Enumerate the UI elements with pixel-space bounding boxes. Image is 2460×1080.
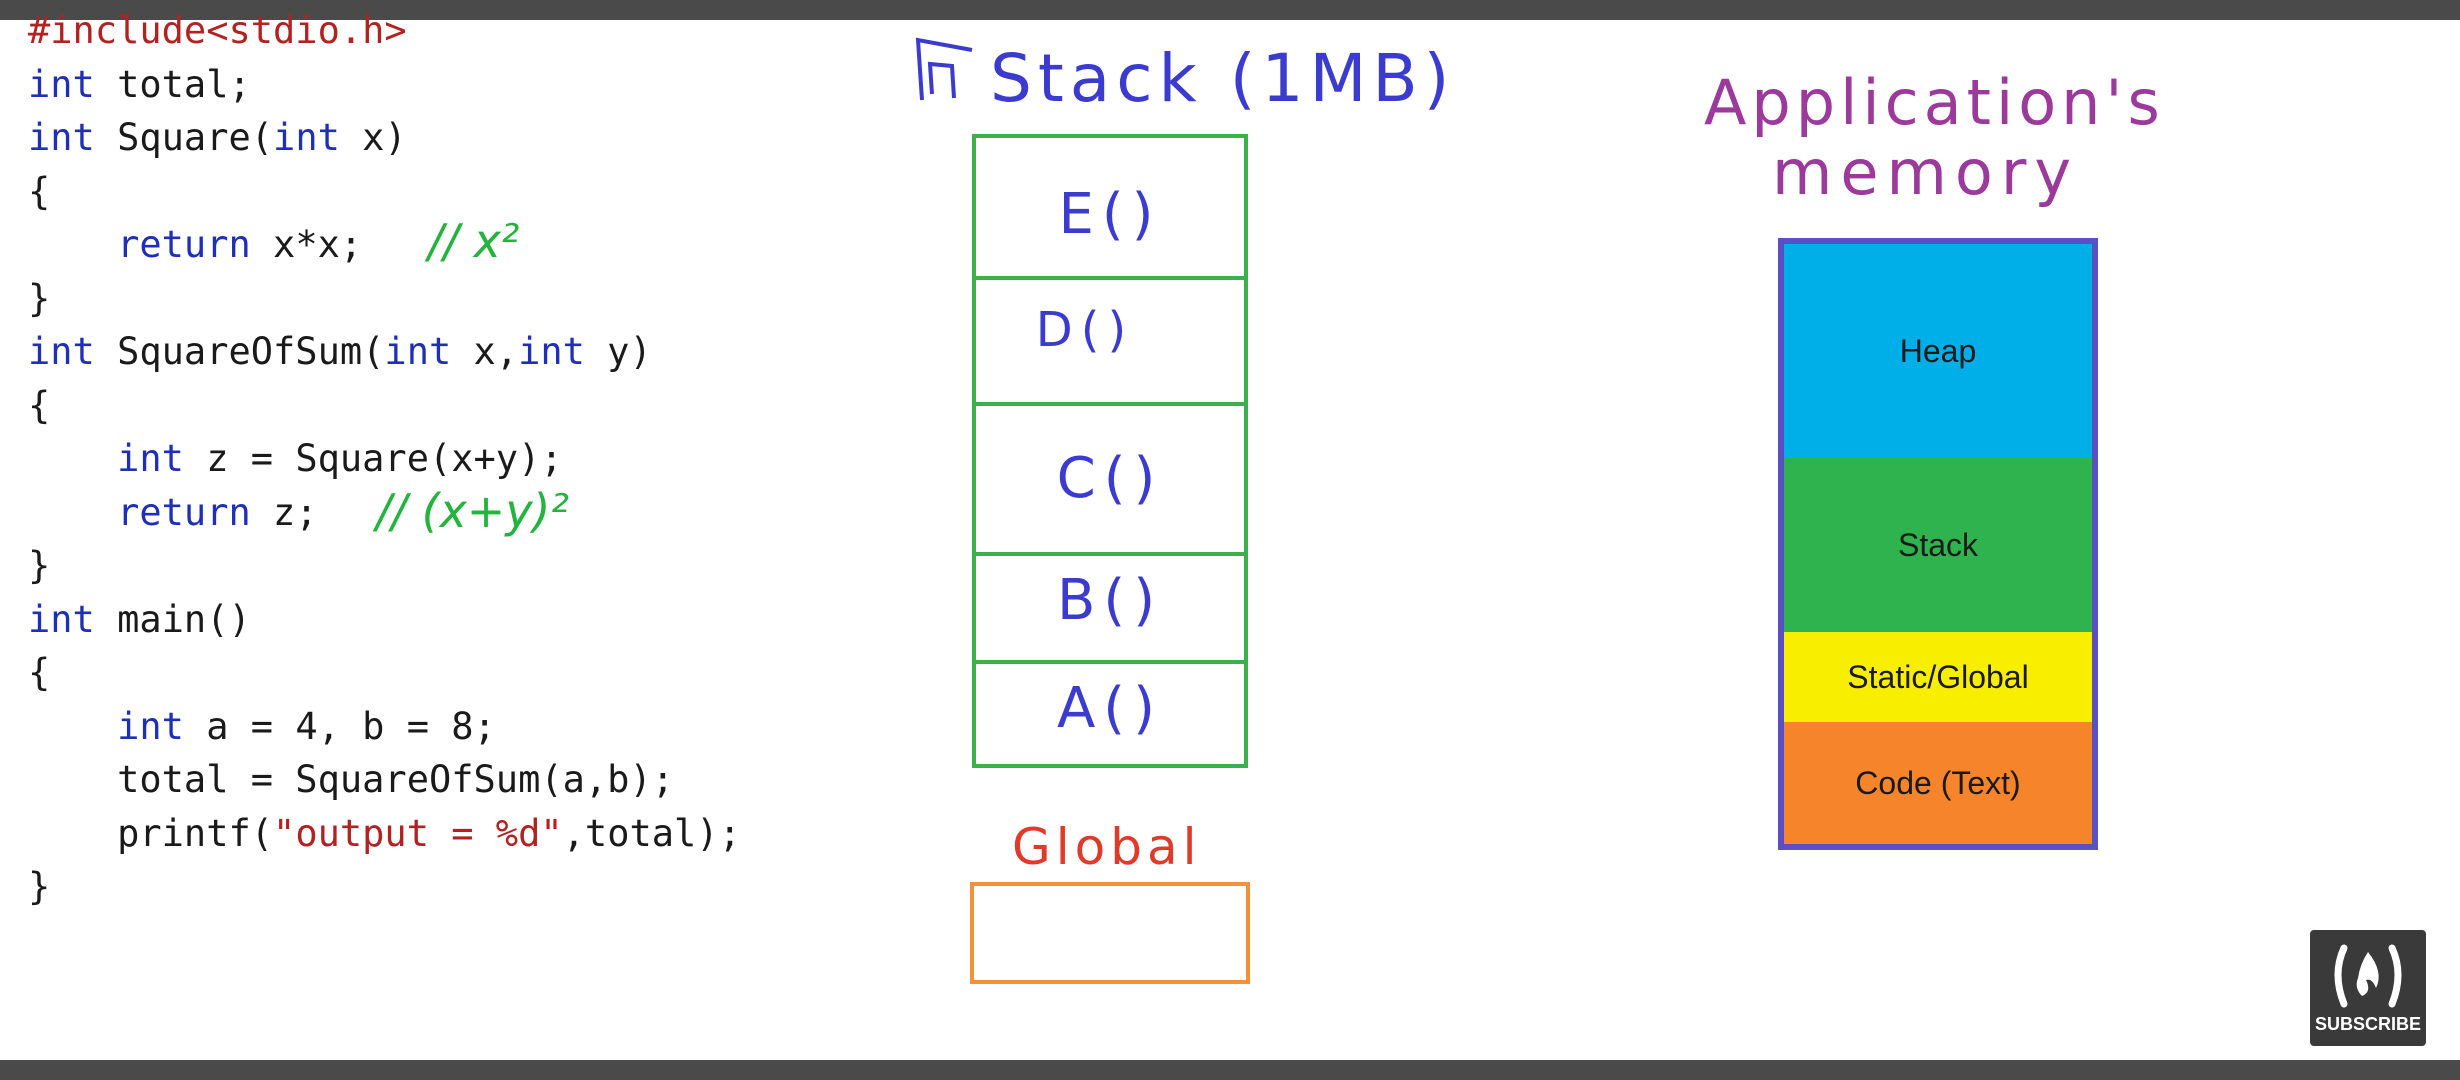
- code-token: z;: [250, 490, 318, 534]
- stack-frame-d: D(): [1035, 302, 1135, 358]
- code-token: }: [28, 865, 51, 908]
- code-token: x,: [451, 330, 519, 373]
- code-token: {: [28, 383, 51, 427]
- code-token: a = 4, b = 8;: [183, 704, 496, 748]
- code-line: int total;: [28, 60, 251, 110]
- code-line: return x*x;: [28, 220, 362, 270]
- stack-frame-c: C(): [1056, 446, 1164, 511]
- call-stack: [972, 134, 1248, 768]
- code-token: int: [117, 437, 184, 480]
- code-token: ,total);: [562, 811, 741, 855]
- stack-divider: [972, 660, 1248, 664]
- code-token: int: [117, 704, 184, 748]
- code-token: int: [28, 62, 95, 106]
- code-line: int SquareOfSum(int x,int y): [28, 327, 652, 377]
- code-token: y): [584, 330, 652, 373]
- code-token: int: [273, 116, 340, 159]
- code-line: }: [28, 541, 50, 591]
- code-token: x): [339, 116, 407, 159]
- code-token: #include<stdio.h>: [28, 9, 407, 52]
- stack-frame-b: B(): [1056, 568, 1164, 633]
- code-token: int: [28, 597, 95, 641]
- arrow-up-icon: [915, 37, 973, 101]
- bottom-bar: [0, 1060, 2460, 1080]
- code-line: int main(): [28, 595, 251, 645]
- stack-frame-e: E(): [1058, 182, 1162, 247]
- code-line: total = SquareOfSum(a,b);: [28, 755, 674, 805]
- app-memory-block: [1778, 238, 2098, 850]
- code-token: [28, 223, 117, 266]
- code-token: SquareOfSum(: [94, 330, 385, 373]
- code-line: }: [28, 274, 50, 324]
- code-token: int: [28, 330, 95, 373]
- stack-divider: [972, 276, 1248, 280]
- code-token: [28, 491, 117, 534]
- code-line: printf("output = %d",total);: [28, 809, 741, 859]
- code-token: int: [28, 116, 95, 159]
- code-token: int: [518, 330, 585, 373]
- code-token: }: [28, 276, 51, 320]
- code-token: [28, 437, 117, 480]
- square-comment: // x²: [428, 214, 520, 268]
- code-line: int a = 4, b = 8;: [28, 702, 496, 752]
- stack-frame-a: A(): [1056, 676, 1163, 741]
- code-token: return: [117, 223, 251, 266]
- code-line: {: [28, 167, 50, 217]
- code-token: Square(: [94, 116, 274, 159]
- code-line: int Square(int x): [28, 113, 407, 163]
- global-box: [970, 882, 1250, 984]
- global-label: Global: [1012, 818, 1202, 876]
- top-bar: [0, 0, 2460, 20]
- code-line: int z = Square(x+y);: [28, 434, 563, 484]
- code-line: {: [28, 381, 50, 431]
- stack-title: Stack (1MB): [990, 40, 1456, 117]
- app-memory-title-line1: Application's: [1704, 66, 2165, 139]
- code-token: "output = %d": [273, 811, 563, 855]
- code-token: {: [28, 169, 51, 213]
- memory-segment-heap: Heap: [1784, 244, 2092, 458]
- flame-logo-icon: [2334, 944, 2402, 1008]
- code-token: }: [28, 544, 51, 587]
- sum-comment: // (x+y)²: [376, 484, 569, 538]
- code-line: }: [28, 862, 50, 912]
- code-token: printf(: [28, 811, 274, 855]
- app-memory-title-line2: memory: [1772, 136, 2080, 209]
- code-token: [28, 705, 117, 748]
- stack-divider: [972, 402, 1248, 406]
- code-line: return z;: [28, 488, 318, 538]
- code-token: int: [384, 330, 452, 373]
- memory-segment-stack: Stack: [1784, 458, 2092, 632]
- memory-segment-code-text: Code (Text): [1784, 722, 2092, 844]
- code-line: {: [28, 648, 50, 698]
- code-token: return: [117, 490, 251, 534]
- code-token: total = SquareOfSum(a,b);: [28, 758, 675, 801]
- memory-segment-static-global: Static/Global: [1784, 632, 2092, 722]
- code-token: total;: [94, 62, 251, 106]
- subscribe-label[interactable]: SUBSCRIBE: [2314, 1014, 2421, 1034]
- code-token: {: [28, 651, 51, 694]
- code-token: x*x;: [250, 223, 363, 266]
- stack-divider: [972, 552, 1248, 556]
- code-line: #include<stdio.h>: [28, 6, 407, 56]
- subscribe-badge[interactable]: SUBSCRIBE: [2310, 930, 2426, 1046]
- code-token: main(): [94, 597, 251, 641]
- code-token: z = Square(x+y);: [183, 437, 563, 480]
